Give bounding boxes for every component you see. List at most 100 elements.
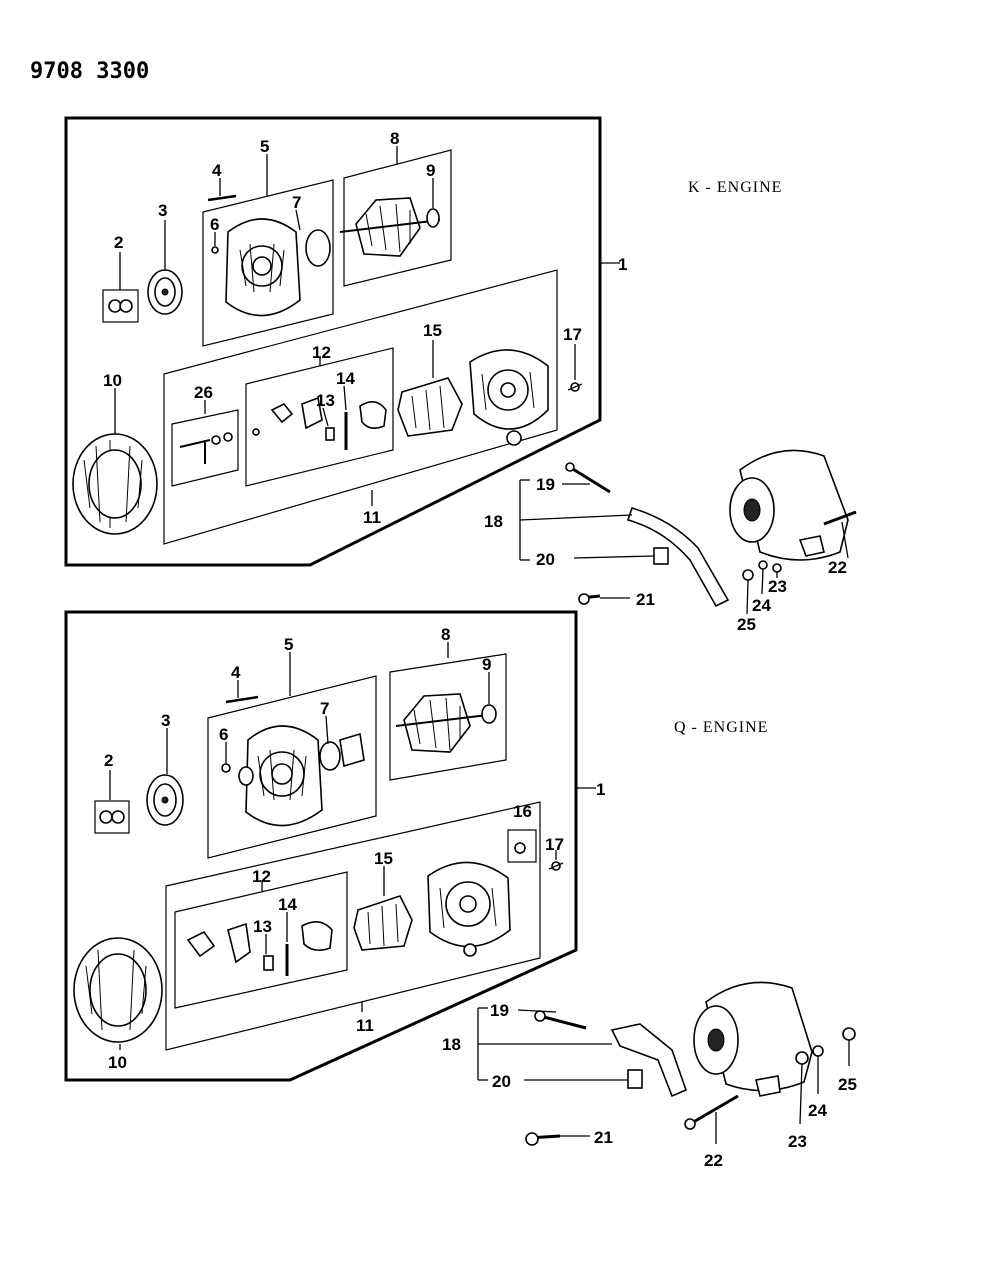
q-label-20: 20 [492, 1072, 511, 1091]
k-part-3-pulley [147, 269, 183, 315]
q-label-7: 7 [320, 699, 329, 718]
k-label-26: 26 [194, 383, 213, 402]
k-box-12 [245, 347, 394, 487]
doc-number: 9708 3300 [30, 59, 149, 84]
q-label-12: 12 [252, 867, 271, 886]
k-part-24-washer [758, 560, 768, 570]
q-label-16: 16 [513, 802, 532, 821]
k-label-14: 14 [336, 369, 355, 388]
q-label-5: 5 [284, 635, 293, 654]
k-label-7: 7 [292, 193, 301, 212]
k-engine-label: K - ENGINE [688, 179, 782, 196]
q-part-19-bolt [539, 1014, 587, 1030]
k-part-10-stator [72, 433, 158, 535]
k-part-5-front-housing [225, 218, 331, 317]
q-part-18-bracket [610, 1023, 688, 1098]
k-part-17-stud [567, 382, 583, 392]
q-box-5 [207, 675, 377, 859]
q-part-23-washer [795, 1051, 809, 1065]
k-part-26-terminal [179, 432, 233, 464]
k-label-9: 9 [426, 161, 435, 180]
k-part-12-brush-holder [252, 396, 387, 450]
q-label-15: 15 [374, 849, 393, 868]
q-box-8 [389, 653, 507, 781]
q-label-1: 1 [596, 780, 605, 799]
q-part-12-brush-holder [186, 921, 333, 976]
k-label-23: 23 [768, 577, 787, 596]
q-label-22: 22 [704, 1151, 723, 1170]
k-box-5 [202, 179, 334, 347]
q-part-13-brush [263, 955, 274, 971]
k-box-26 [171, 409, 239, 487]
q-label-19: 19 [490, 1001, 509, 1020]
k-part-6-screw [211, 246, 219, 254]
q-part-9-bearing [481, 704, 497, 724]
k-label-11: 11 [363, 508, 381, 527]
k-label-8: 8 [390, 129, 399, 148]
k-part-19-bolt [567, 464, 611, 494]
k-engine-section: K - ENGINE 1 2 3 5 7 [64, 116, 857, 634]
q-part-alternator [693, 981, 813, 1097]
q-label-21: 21 [594, 1128, 613, 1147]
q-part-4-bolt [225, 695, 259, 704]
q-label-17: 17 [545, 835, 564, 854]
k-label-6: 6 [210, 215, 219, 234]
k-part-rear-housing [469, 349, 549, 446]
q-engine-label: Q - ENGINE [674, 719, 768, 736]
q-label-3: 3 [161, 711, 170, 730]
k-label-5: 5 [260, 137, 269, 156]
k-label-1: 1 [618, 255, 627, 274]
q-label-4: 4 [231, 663, 241, 682]
q-part-8-rotor [395, 693, 497, 753]
k-label-19: 19 [536, 475, 555, 494]
q-part-22-bolt [689, 1094, 739, 1126]
k-part-20-bushing [653, 547, 669, 565]
k-part-18-bracket [626, 507, 730, 608]
k-label-24: 24 [752, 596, 771, 615]
k-label-22: 22 [828, 558, 847, 577]
k-label-13: 13 [316, 391, 335, 410]
k-part-8-rotor [339, 197, 441, 257]
k-part-alternator [729, 449, 857, 561]
q-label-6: 6 [219, 725, 228, 744]
k-part-25-nut [742, 569, 754, 581]
q-part-5-front-housing [238, 725, 365, 827]
q-label-25: 25 [838, 1075, 857, 1094]
q-label-18: 18 [442, 1035, 461, 1054]
q-part-15-rectifier [353, 895, 413, 951]
q-part-6-screw [221, 763, 231, 773]
k-label-2: 2 [114, 233, 123, 252]
k-label-4: 4 [212, 161, 222, 180]
k-part-23-washer [772, 563, 782, 573]
q-label-23: 23 [788, 1132, 807, 1151]
q-part-16-cap [514, 842, 526, 854]
q-part-10-stator [73, 937, 163, 1043]
q-label-8: 8 [441, 625, 450, 644]
k-label-25: 25 [737, 615, 756, 634]
k-box-8 [343, 149, 452, 287]
q-part-25-nut [842, 1027, 856, 1041]
k-label-15: 15 [423, 321, 442, 340]
q-assembly-frame [64, 610, 578, 1082]
q-part-2-brush [99, 810, 125, 824]
k-part-22-bolt [823, 510, 857, 526]
k-label-20: 20 [536, 550, 555, 569]
q-box-16 [507, 829, 537, 863]
q-label-10: 10 [108, 1053, 127, 1072]
q-box-12 [174, 871, 348, 1009]
q-label-11: 11 [356, 1016, 374, 1035]
q-label-14: 14 [278, 895, 297, 914]
q-part-rear-housing [427, 861, 511, 957]
k-label-18: 18 [484, 512, 503, 531]
k-label-10: 10 [103, 371, 122, 390]
q-label-9: 9 [482, 655, 491, 674]
q-part-3-pulley [146, 774, 184, 826]
k-part-4-bolt [207, 194, 237, 202]
k-part-9-bearing [426, 208, 440, 228]
k-label-12: 12 [312, 343, 331, 362]
k-label-3: 3 [158, 201, 167, 220]
k-box-11 [163, 269, 558, 545]
k-part-2-brush [108, 299, 133, 313]
